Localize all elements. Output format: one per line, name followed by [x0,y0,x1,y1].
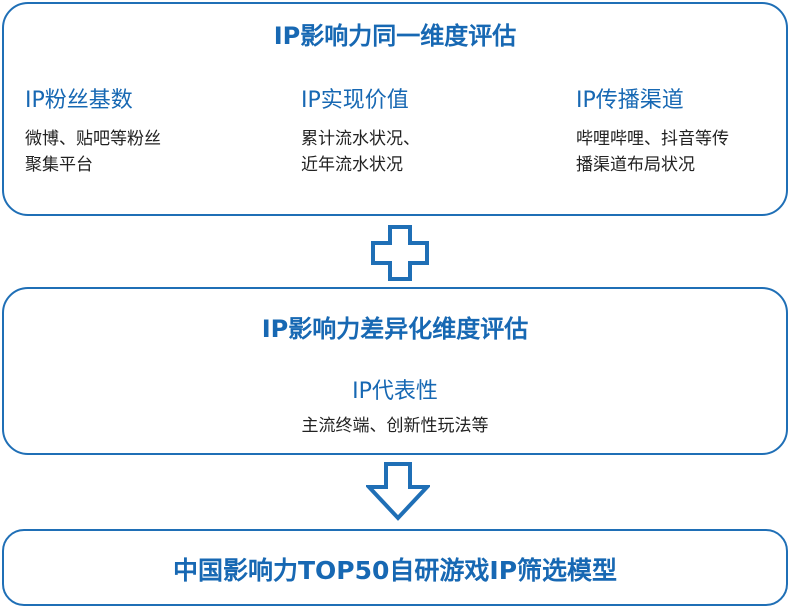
differentiated-dimension-evaluation-box: IP影响力差异化维度评估 IP代表性 主流终端、创新性玩法等 [2,287,788,455]
channels-desc-line-2: 播渠道布局状况 [576,155,695,175]
fan-base-heading: IP粉丝基数 [25,88,133,113]
realized-value-desc-line-1: 累计流水状况、 [301,129,420,149]
representativeness-heading: IP代表性 [352,379,438,404]
fan-base-desc-line-1: 微博、贴吧等粉丝 [25,129,161,149]
channels-heading: IP传播渠道 [576,88,684,113]
realized-value-column: IP实现价值 累计流水状况、 近年流水状况 [301,82,420,178]
channels-column: IP传播渠道 哔哩哔哩、抖音等传 播渠道布局状况 [576,82,729,178]
same-dimension-title: IP影响力同一维度评估 [273,22,517,50]
realized-value-heading: IP实现价值 [301,88,409,113]
representativeness-description: 主流终端、创新性玩法等 [301,416,489,436]
fan-base-column: IP粉丝基数 微博、贴吧等粉丝 聚集平台 [25,82,161,178]
plus-icon [371,225,429,281]
screening-model-title: 中国影响力TOP50自研游戏IP筛选模型 [172,556,618,585]
realized-value-desc-line-2: 近年流水状况 [301,155,403,175]
differentiated-dimension-title: IP影响力差异化维度评估 [261,315,529,343]
screening-model-box: 中国影响力TOP50自研游戏IP筛选模型 [2,529,788,606]
realized-value-description: 累计流水状况、 近年流水状况 [301,126,420,178]
fan-base-desc-line-2: 聚集平台 [25,155,93,175]
arrow-down-icon [366,462,430,521]
same-dimension-evaluation-box: IP影响力同一维度评估 IP粉丝基数 微博、贴吧等粉丝 聚集平台 IP实现价值 … [2,2,788,216]
channels-description: 哔哩哔哩、抖音等传 播渠道布局状况 [576,126,729,178]
fan-base-description: 微博、贴吧等粉丝 聚集平台 [25,126,161,178]
channels-desc-line-1: 哔哩哔哩、抖音等传 [576,129,729,149]
